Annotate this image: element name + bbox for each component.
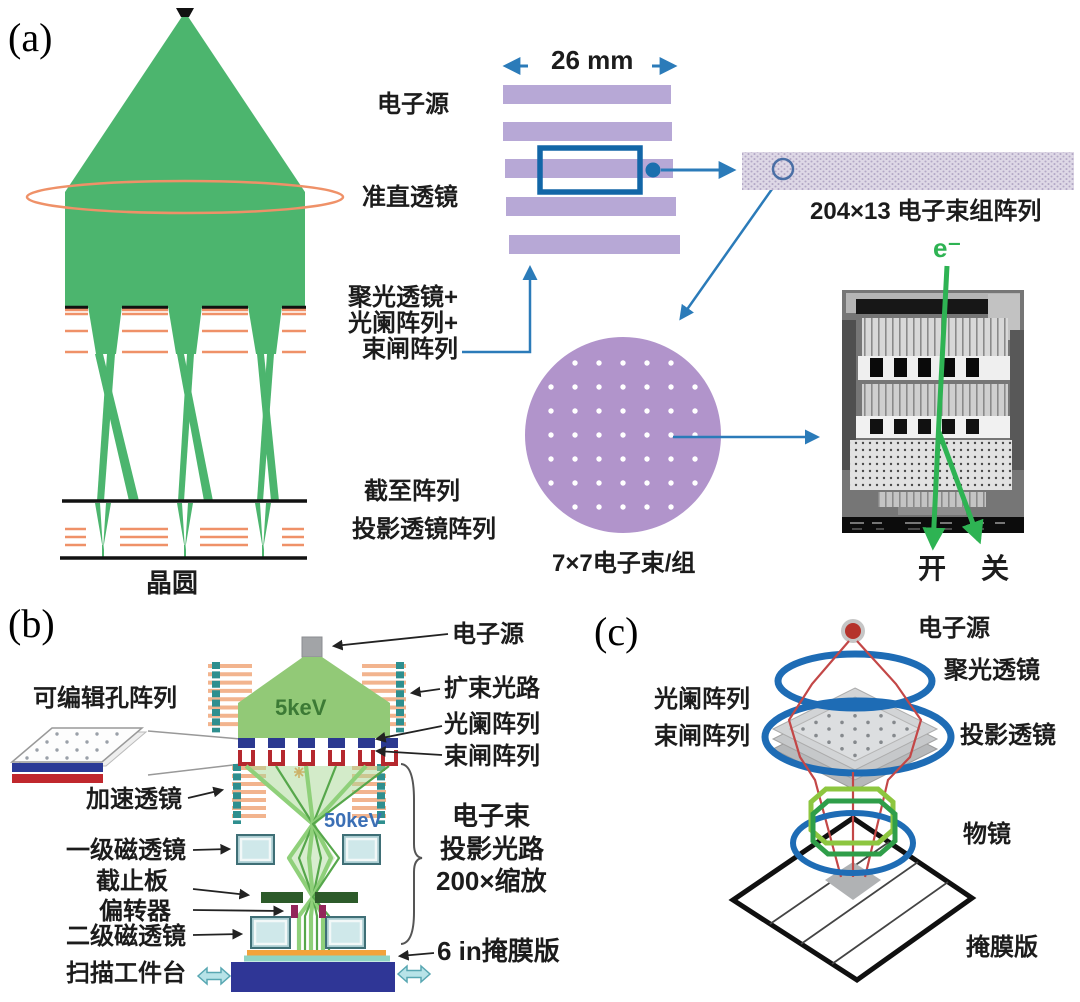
sem-micrograph (842, 265, 1024, 551)
label-stage: 扫描工件台 (66, 960, 186, 987)
panel-b-tag: (b) (8, 601, 55, 646)
label-beam-off: 关 (981, 553, 1010, 584)
label-accel-lens: 加速透镜 (86, 786, 182, 813)
label-blanker-array-b: 束闸阵列 (444, 743, 540, 770)
label-deflector: 偏转器 (99, 898, 171, 925)
expander-beam-funnel (238, 657, 390, 738)
deflector-octagon-lower (810, 798, 898, 857)
deflector-left (291, 905, 298, 918)
strip-callout-circle (771, 157, 795, 181)
stop-plate-left (261, 892, 303, 903)
label-aperture-plus: 光阑阵列+ (347, 310, 458, 337)
deflector-right (319, 905, 326, 918)
collimator-lens-ellipse (25, 179, 345, 215)
label-cutoff-array: 截至阵列 (364, 478, 460, 505)
label-stop-plate: 截止板 (96, 868, 168, 895)
label-condenser-plus: 聚光透镜+ (347, 284, 458, 311)
label-projection-array: 投影透镜阵列 (352, 516, 496, 543)
beam-dot-grid (548, 360, 698, 510)
label-mask-b: 6 in掩膜版 (437, 936, 560, 966)
label-source-b: 电子源 (452, 621, 524, 648)
label-blanker-a: 束闸阵列 (362, 336, 458, 363)
label-beam-on: 开 (918, 553, 947, 584)
label-energy-top: 5keV (275, 695, 327, 720)
label-source-c: 电子源 (918, 615, 990, 642)
beam-on-arrow (922, 265, 950, 551)
blanker-pointer (462, 265, 538, 354)
label-projection-c: 投影透镜 (960, 722, 1056, 749)
label-condenser-c: 聚光透镜 (944, 657, 1040, 684)
panel-a-tag: (a) (8, 15, 53, 60)
label-brace-2: 投影光路 (440, 834, 545, 864)
projection-column-diagram (9, 633, 449, 992)
aperture-blanker-array (238, 738, 398, 766)
condenser-lens-ring (774, 650, 936, 712)
label-objective-c: 物镜 (963, 821, 1011, 848)
mask-resist-layer (247, 950, 386, 956)
compact-column-diagram (728, 619, 977, 984)
projection-brace (400, 763, 423, 945)
electron-source-block (301, 636, 323, 658)
deflector-octagon-upper (808, 786, 896, 846)
label-aperture-array-c: 光阑阵列 (654, 686, 750, 713)
einzel-lens-ladders (208, 662, 406, 824)
sem-slot-rows (870, 358, 979, 434)
label-brace-1: 电子束 (452, 801, 531, 831)
beam-off-arrow (936, 431, 984, 545)
label-beams-per-group: 7×7电子束/组 (552, 550, 696, 577)
lens-array-rows (65, 308, 306, 547)
label-aperture-array-b: 光阑阵列 (444, 711, 540, 738)
dimension-label: 26 mm (551, 45, 634, 75)
label-brace-3: 200×缩放 (436, 866, 547, 896)
label-expander: 扩束光路 (444, 675, 540, 702)
label-source-a: 电子源 (377, 91, 449, 118)
stage-motion-arrow-left (196, 966, 232, 986)
source-tip (176, 8, 194, 17)
scan-stage-block (231, 962, 395, 992)
label-collimator: 准直透镜 (362, 184, 458, 211)
electron-source-dot (845, 623, 861, 639)
label-blanker-array-c: 束闸阵列 (654, 723, 750, 750)
label-group-array: 204×13 电子束组阵列 (810, 198, 1042, 225)
stage-motion-arrow-right (396, 964, 432, 984)
label-wafer: 晶圆 (146, 568, 199, 598)
beam-group-strip (742, 152, 1074, 190)
stop-plate-right (315, 892, 358, 903)
label-arrows (187, 633, 449, 961)
label-programmable-aperture: 可编辑孔阵列 (33, 685, 177, 712)
plate-hole-grid (25, 732, 119, 760)
strip-to-circle-arrow (679, 181, 779, 321)
label-lens2: 二级磁透镜 (66, 923, 186, 950)
zoom-rect (537, 145, 643, 195)
label-lens1: 一级磁透镜 (66, 837, 186, 864)
beam-column-diagram (25, 8, 345, 560)
mems-stack-diagram (462, 57, 1074, 533)
label-energy-mid: 50keV (324, 810, 382, 832)
projection-lens-ring (761, 697, 955, 777)
panel-c-tag: (c) (594, 609, 639, 654)
mask-substrate-layer (244, 955, 390, 962)
magnetic-lenses (236, 834, 381, 949)
programmable-aperture-plate (9, 727, 145, 763)
label-electron: e⁻ (933, 233, 962, 263)
objective-lens-ring (790, 810, 916, 876)
label-mask-c: 掩膜版 (966, 934, 1038, 961)
